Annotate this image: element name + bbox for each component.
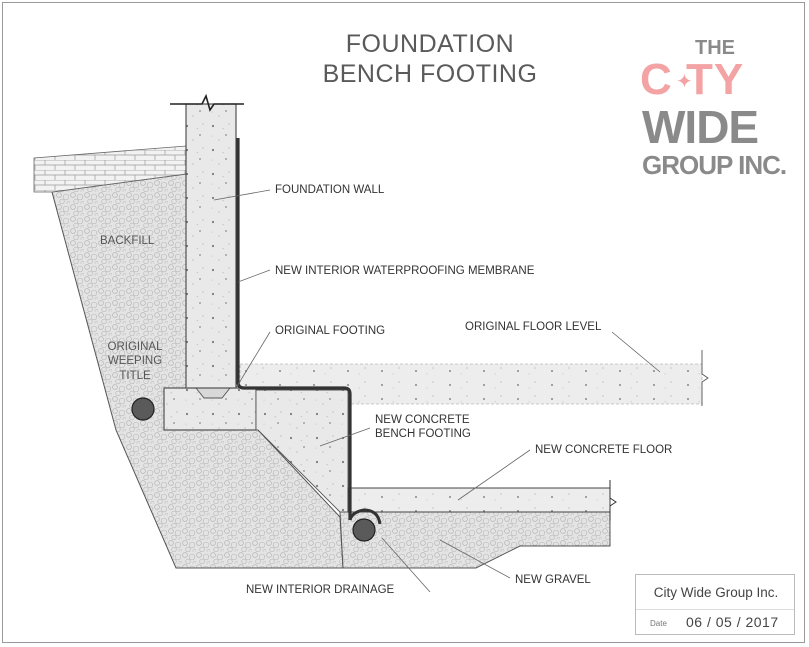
label-original-weeping-title: ORIGINAL WEEPING TITLE: [107, 341, 163, 382]
label-original-floor-level: ORIGINAL FLOOR LEVEL: [465, 321, 602, 333]
label-new-concrete-floor: NEW CONCRETE FLOOR: [535, 444, 673, 456]
title-block-divider: [636, 609, 794, 610]
title-block: City Wide Group Inc. Date 06 / 05 / 2017: [635, 574, 795, 635]
new-concrete-floor: [347, 487, 611, 513]
foundation-wall: [185, 103, 237, 389]
title-block-date: 06 / 05 / 2017: [686, 614, 779, 630]
label-new-gravel: NEW GRAVEL: [515, 574, 591, 586]
grass-surface: [33, 145, 187, 193]
logo-city: C TY: [640, 55, 745, 104]
logo-the: THE: [695, 37, 735, 59]
new-interior-drain: [352, 518, 376, 542]
logo-group-inc: GROUP INC.: [642, 150, 787, 180]
diagram-title-line2: BENCH FOOTING: [322, 60, 538, 88]
maple-leaf-icon: ✦: [676, 71, 693, 93]
original-weeping-tile: [131, 397, 155, 421]
title-block-company: City Wide Group Inc.: [653, 585, 779, 600]
logo-wide: WIDE: [642, 101, 759, 153]
diagram-title-line1: FOUNDATION: [345, 30, 515, 58]
label-original-footing: ORIGINAL FOOTING: [275, 325, 386, 337]
label-new-concrete-bench-footing: NEW CONCRETE BENCH FOOTING: [375, 414, 471, 441]
label-membrane: NEW INTERIOR WATERPROOFING MEMBRANE: [275, 265, 535, 277]
leader-lines: [213, 189, 661, 593]
label-backfill: BACKFILL: [100, 235, 155, 247]
wall-break-line: [170, 93, 244, 112]
title-block-date-label: Date: [650, 619, 667, 628]
label-new-interior-drainage: NEW INTERIOR DRAINAGE: [246, 584, 395, 596]
label-foundation-wall: FOUNDATION WALL: [275, 184, 385, 196]
company-logo: THE C TY ✦ WIDE GROUP INC.: [640, 37, 787, 198]
